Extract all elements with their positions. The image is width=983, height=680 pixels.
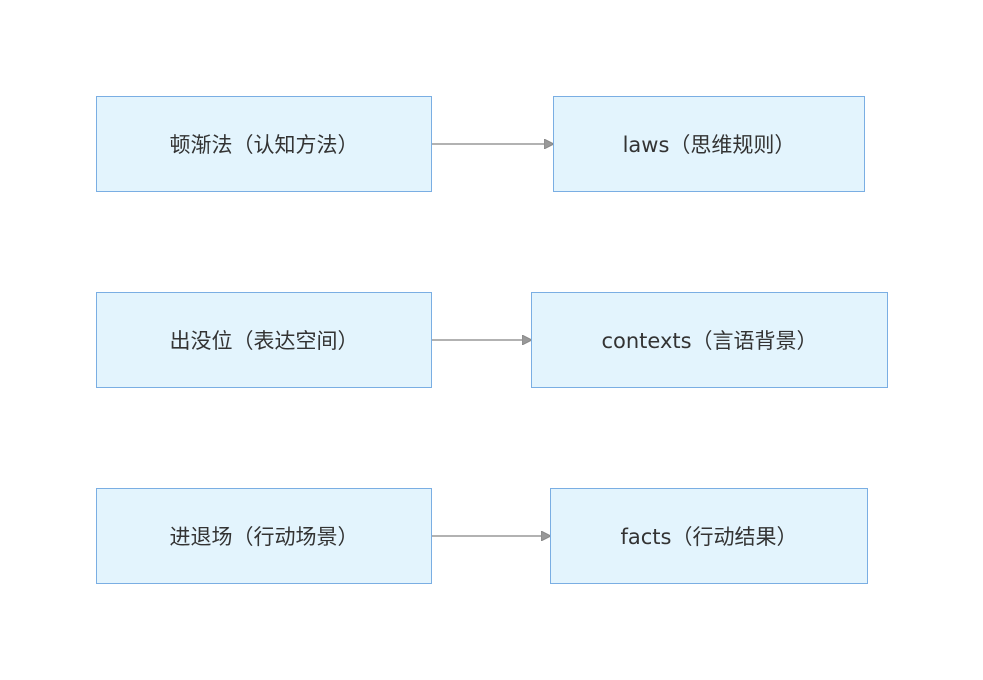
node-label: 顿渐法（认知方法） [169, 133, 359, 157]
node-label: contexts（言语背景） [601, 329, 818, 353]
node-label: 出没位（表达空间） [169, 329, 359, 353]
node-label: facts（行动结果） [620, 525, 798, 549]
node-laws: laws（思维规则） [553, 96, 865, 192]
node-action-scene: 进退场（行动场景） [96, 488, 432, 584]
node-expression-space: 出没位（表达空间） [96, 292, 432, 388]
node-label: laws（思维规则） [622, 133, 796, 157]
node-contexts: contexts（言语背景） [531, 292, 888, 388]
node-facts: facts（行动结果） [550, 488, 868, 584]
node-cognitive-method: 顿渐法（认知方法） [96, 96, 432, 192]
node-label: 进退场（行动场景） [169, 525, 359, 549]
